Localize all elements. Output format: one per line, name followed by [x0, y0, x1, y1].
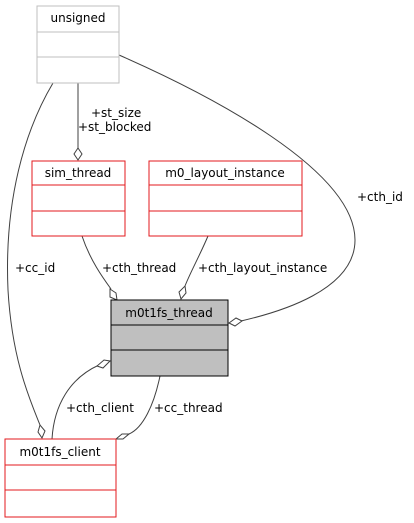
class-m0t1fs-client-attributes — [4, 464, 117, 491]
edge-label-cc-id: +cc_id — [15, 261, 55, 275]
class-m0t1fs-client-header — [4, 438, 117, 466]
aggregation-diamond-cc-thread — [114, 433, 131, 440]
class-m0-layout-instance[interactable]: m0_layout_instance — [148, 160, 303, 237]
class-sim-thread-methods — [31, 210, 126, 237]
edge-label-cth-layout-instance: +cth_layout_instance — [198, 261, 327, 275]
class-sim-thread-header — [31, 160, 126, 186]
class-m0-layout-instance-header — [148, 160, 303, 186]
edge-label-st-size: +st_size — [91, 106, 141, 120]
class-sim-thread-attributes — [31, 184, 126, 212]
class-name: m0_layout_instance — [165, 166, 285, 180]
class-unsigned-attributes — [36, 31, 120, 58]
edge-unsigned-to-m0t1fs-thread-cth-id — [118, 54, 356, 322]
edge-layout-instance-to-m0t1fs-thread — [184, 235, 209, 287]
aggregation-diamond-cth-thread — [109, 288, 118, 301]
edge-sim-thread-to-m0t1fs-thread — [81, 235, 112, 290]
class-m0t1fs-client[interactable]: m0t1fs_client — [4, 438, 117, 518]
class-m0t1fs-thread-methods — [110, 349, 229, 377]
edge-m0t1fs-thread-to-m0t1fs-client — [51, 364, 100, 440]
aggregation-diamond-cth-client — [96, 359, 112, 369]
edge-label-cth-thread: +cth_thread — [102, 261, 176, 275]
class-m0t1fs-client-methods — [4, 489, 117, 518]
class-m0-layout-instance-methods — [148, 210, 303, 237]
edge-label-cth-client: +cth_client — [66, 401, 134, 415]
edge-label-st-blocked: +st_blocked — [78, 120, 151, 134]
class-unsigned-methods — [36, 56, 120, 84]
aggregation-diamond-cth-id — [228, 317, 243, 327]
class-name: m0t1fs_client — [19, 445, 100, 459]
aggregation-diamond-cc-id — [37, 423, 46, 440]
edge-label-cth-id: +cth_id — [357, 190, 403, 204]
edge-m0t1fs-client-to-m0t1fs-thread — [128, 375, 161, 435]
class-name: unsigned — [50, 11, 105, 25]
class-m0t1fs-thread[interactable]: m0t1fs_thread — [110, 299, 229, 377]
class-m0t1fs-thread-attributes — [110, 324, 229, 351]
class-m0-layout-instance-attributes — [148, 184, 303, 212]
class-name: m0t1fs_thread — [125, 306, 212, 320]
class-unsigned[interactable]: unsigned — [36, 5, 120, 84]
class-sim-thread[interactable]: sim_thread — [31, 160, 126, 237]
aggregation-diamond-cth-layout-instance — [178, 284, 187, 301]
edge-unsigned-to-m0t1fs-client-cc-id — [7, 82, 54, 426]
class-name: sim_thread — [45, 166, 112, 180]
aggregation-diamond-sim-thread — [73, 147, 83, 161]
edge-label-cc-thread: +cc_thread — [154, 401, 223, 415]
